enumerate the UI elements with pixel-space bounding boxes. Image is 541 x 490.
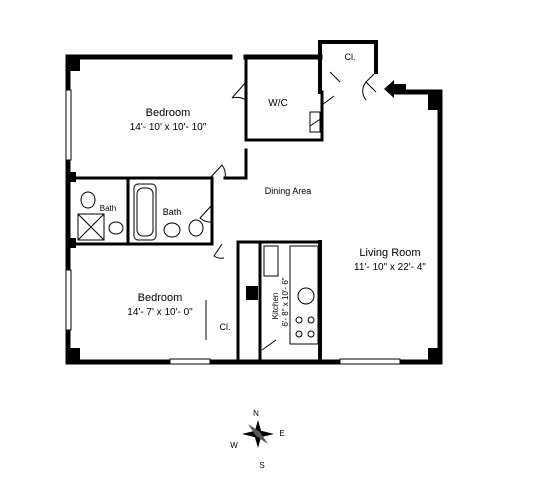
column-bl [66, 348, 80, 364]
sink-bath1 [108, 221, 124, 235]
column-br [428, 348, 442, 364]
compass-n: N [253, 409, 259, 418]
compass-s: S [259, 461, 264, 470]
door-bed2 [213, 243, 225, 259]
bath2-label: Bath [163, 207, 182, 217]
fridge [263, 245, 279, 277]
kitchen-counter [289, 245, 319, 345]
labels: Bedroom 14'- 10' x 10'- 10" W/C Cl. Dini… [100, 52, 427, 332]
column-left-mid [66, 172, 76, 182]
bath1-label: Bath [100, 204, 116, 213]
bathtub [133, 183, 157, 241]
stove-burner-4 [307, 330, 315, 338]
sink-bath2 [163, 222, 181, 238]
window-left-2 [65, 269, 72, 331]
bedroom1-name: Bedroom [146, 107, 191, 119]
compass-w: W [230, 441, 238, 450]
bedroom1-dims: 14'- 10' x 10'- 10" [130, 122, 207, 133]
walls [65, 40, 443, 365]
wic-shelf [309, 111, 321, 133]
door-bed1-bottom [209, 164, 226, 179]
toilet-bath2 [188, 219, 204, 237]
stove-burner-1 [295, 316, 303, 324]
stove-burner-3 [295, 330, 303, 338]
doors [199, 71, 377, 351]
compass-diag [248, 424, 268, 444]
bedroom2-dims: 14'- 7' x 10'- 0" [127, 307, 193, 318]
dining-label: Dining Area [265, 186, 312, 196]
compass-e: E [279, 429, 284, 438]
living-dims: 11'- 10" x 22'- 4" [354, 262, 426, 273]
bedroom2-name: Bedroom [138, 292, 183, 304]
window-bottom-1 [169, 358, 211, 365]
fixtures [77, 111, 321, 345]
shower-bath1 [77, 213, 105, 241]
column-tr [428, 92, 442, 110]
door-kitchen [261, 339, 277, 351]
kitchen-label: Kitchen [271, 293, 280, 320]
wic-label: W/C [268, 98, 287, 109]
windows [65, 89, 401, 365]
stove-burner-2 [307, 316, 315, 324]
kitchen-sink [297, 287, 315, 305]
compass-rose-icon: N S E W [230, 409, 284, 470]
door-entry [362, 81, 377, 101]
door-bed1 [231, 81, 247, 101]
kitchen-dims: 6'- 8" x 10'- 6" [281, 277, 290, 326]
window-left-1 [65, 89, 72, 161]
column-tl [66, 55, 80, 71]
column-kitchen [246, 286, 258, 300]
column-left-mid2 [66, 238, 76, 248]
bathtub-inner [136, 187, 154, 237]
living-name: Living Room [359, 247, 420, 259]
entry-arrow-icon [384, 80, 406, 98]
shower-x [77, 213, 105, 241]
closet-top-label: Cl. [345, 52, 356, 62]
door-closet-top [329, 71, 377, 83]
columns [66, 55, 442, 364]
window-bottom-2 [339, 358, 401, 365]
wall-bed1-bottom-b [223, 148, 248, 180]
toilet-bath1 [80, 191, 96, 209]
wall-closet-top [318, 40, 378, 94]
closet-bottom-label: Cl. [220, 322, 231, 332]
door-bath2 [199, 204, 213, 223]
